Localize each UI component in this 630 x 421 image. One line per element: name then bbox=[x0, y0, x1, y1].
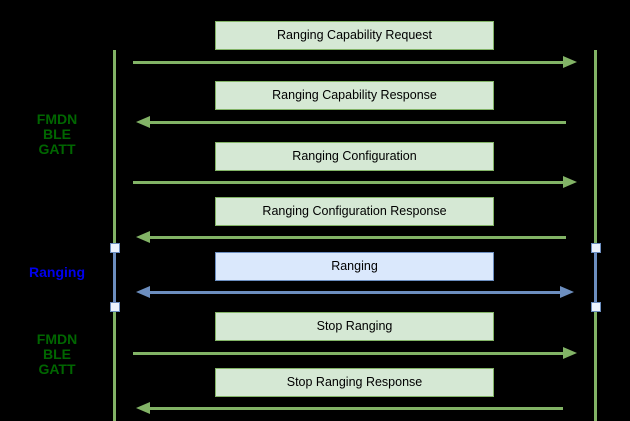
ranging-endpoint-marker bbox=[591, 302, 601, 312]
side-label-fmdn-ble-gatt-bottom: FMDN BLE GATT bbox=[2, 332, 112, 377]
side-label-line: FMDN bbox=[36, 331, 78, 347]
arrow-shaft bbox=[149, 235, 566, 239]
arrowhead-left bbox=[136, 402, 150, 414]
ranging-endpoint-marker bbox=[110, 302, 120, 312]
side-label-line: GATT bbox=[38, 361, 76, 377]
side-label-line: FMDN bbox=[36, 111, 78, 127]
ranging-endpoint-marker bbox=[591, 243, 601, 253]
side-label-fmdn-ble-gatt-top: FMDN BLE GATT bbox=[2, 112, 112, 157]
arrow-shaft bbox=[149, 120, 566, 124]
message-arrow-right bbox=[133, 347, 577, 359]
message-box-ranging-configuration-response: Ranging Configuration Response bbox=[215, 197, 494, 226]
message-box-stop-ranging: Stop Ranging bbox=[215, 312, 494, 341]
arrowhead-right bbox=[563, 176, 577, 188]
message-box-ranging-capability-response: Ranging Capability Response bbox=[215, 81, 494, 110]
arrow-shaft bbox=[133, 60, 564, 64]
arrowhead-right bbox=[563, 56, 577, 68]
message-box-ranging: Ranging bbox=[215, 252, 494, 281]
message-arrow-right bbox=[133, 56, 577, 68]
message-arrow-bidirectional bbox=[136, 286, 574, 298]
side-label-line: GATT bbox=[38, 141, 76, 157]
message-box-ranging-capability-request: Ranging Capability Request bbox=[215, 21, 494, 50]
message-box-stop-ranging-response: Stop Ranging Response bbox=[215, 368, 494, 397]
message-box-ranging-configuration: Ranging Configuration bbox=[215, 142, 494, 171]
side-label-line: BLE bbox=[43, 346, 71, 362]
arrow-shaft bbox=[149, 290, 561, 294]
arrow-shaft bbox=[149, 406, 563, 410]
arrowhead-left bbox=[136, 286, 150, 298]
lifeline-right-ranging-segment bbox=[594, 248, 597, 307]
lifeline-right bbox=[594, 50, 597, 421]
arrow-shaft bbox=[133, 351, 564, 355]
message-arrow-left bbox=[136, 231, 566, 243]
arrowhead-left bbox=[136, 116, 150, 128]
side-label-line: BLE bbox=[43, 126, 71, 142]
message-arrow-right bbox=[133, 176, 577, 188]
arrowhead-left bbox=[136, 231, 150, 243]
arrow-shaft bbox=[133, 180, 564, 184]
lifeline-left-ranging-segment bbox=[113, 248, 116, 307]
ranging-endpoint-marker bbox=[110, 243, 120, 253]
side-label-line: Ranging bbox=[29, 264, 85, 280]
arrowhead-right bbox=[563, 347, 577, 359]
arrowhead-right bbox=[560, 286, 574, 298]
message-arrow-left bbox=[136, 402, 563, 414]
side-label-ranging: Ranging bbox=[2, 264, 112, 280]
message-arrow-left bbox=[136, 116, 566, 128]
lifeline-left bbox=[113, 50, 116, 421]
